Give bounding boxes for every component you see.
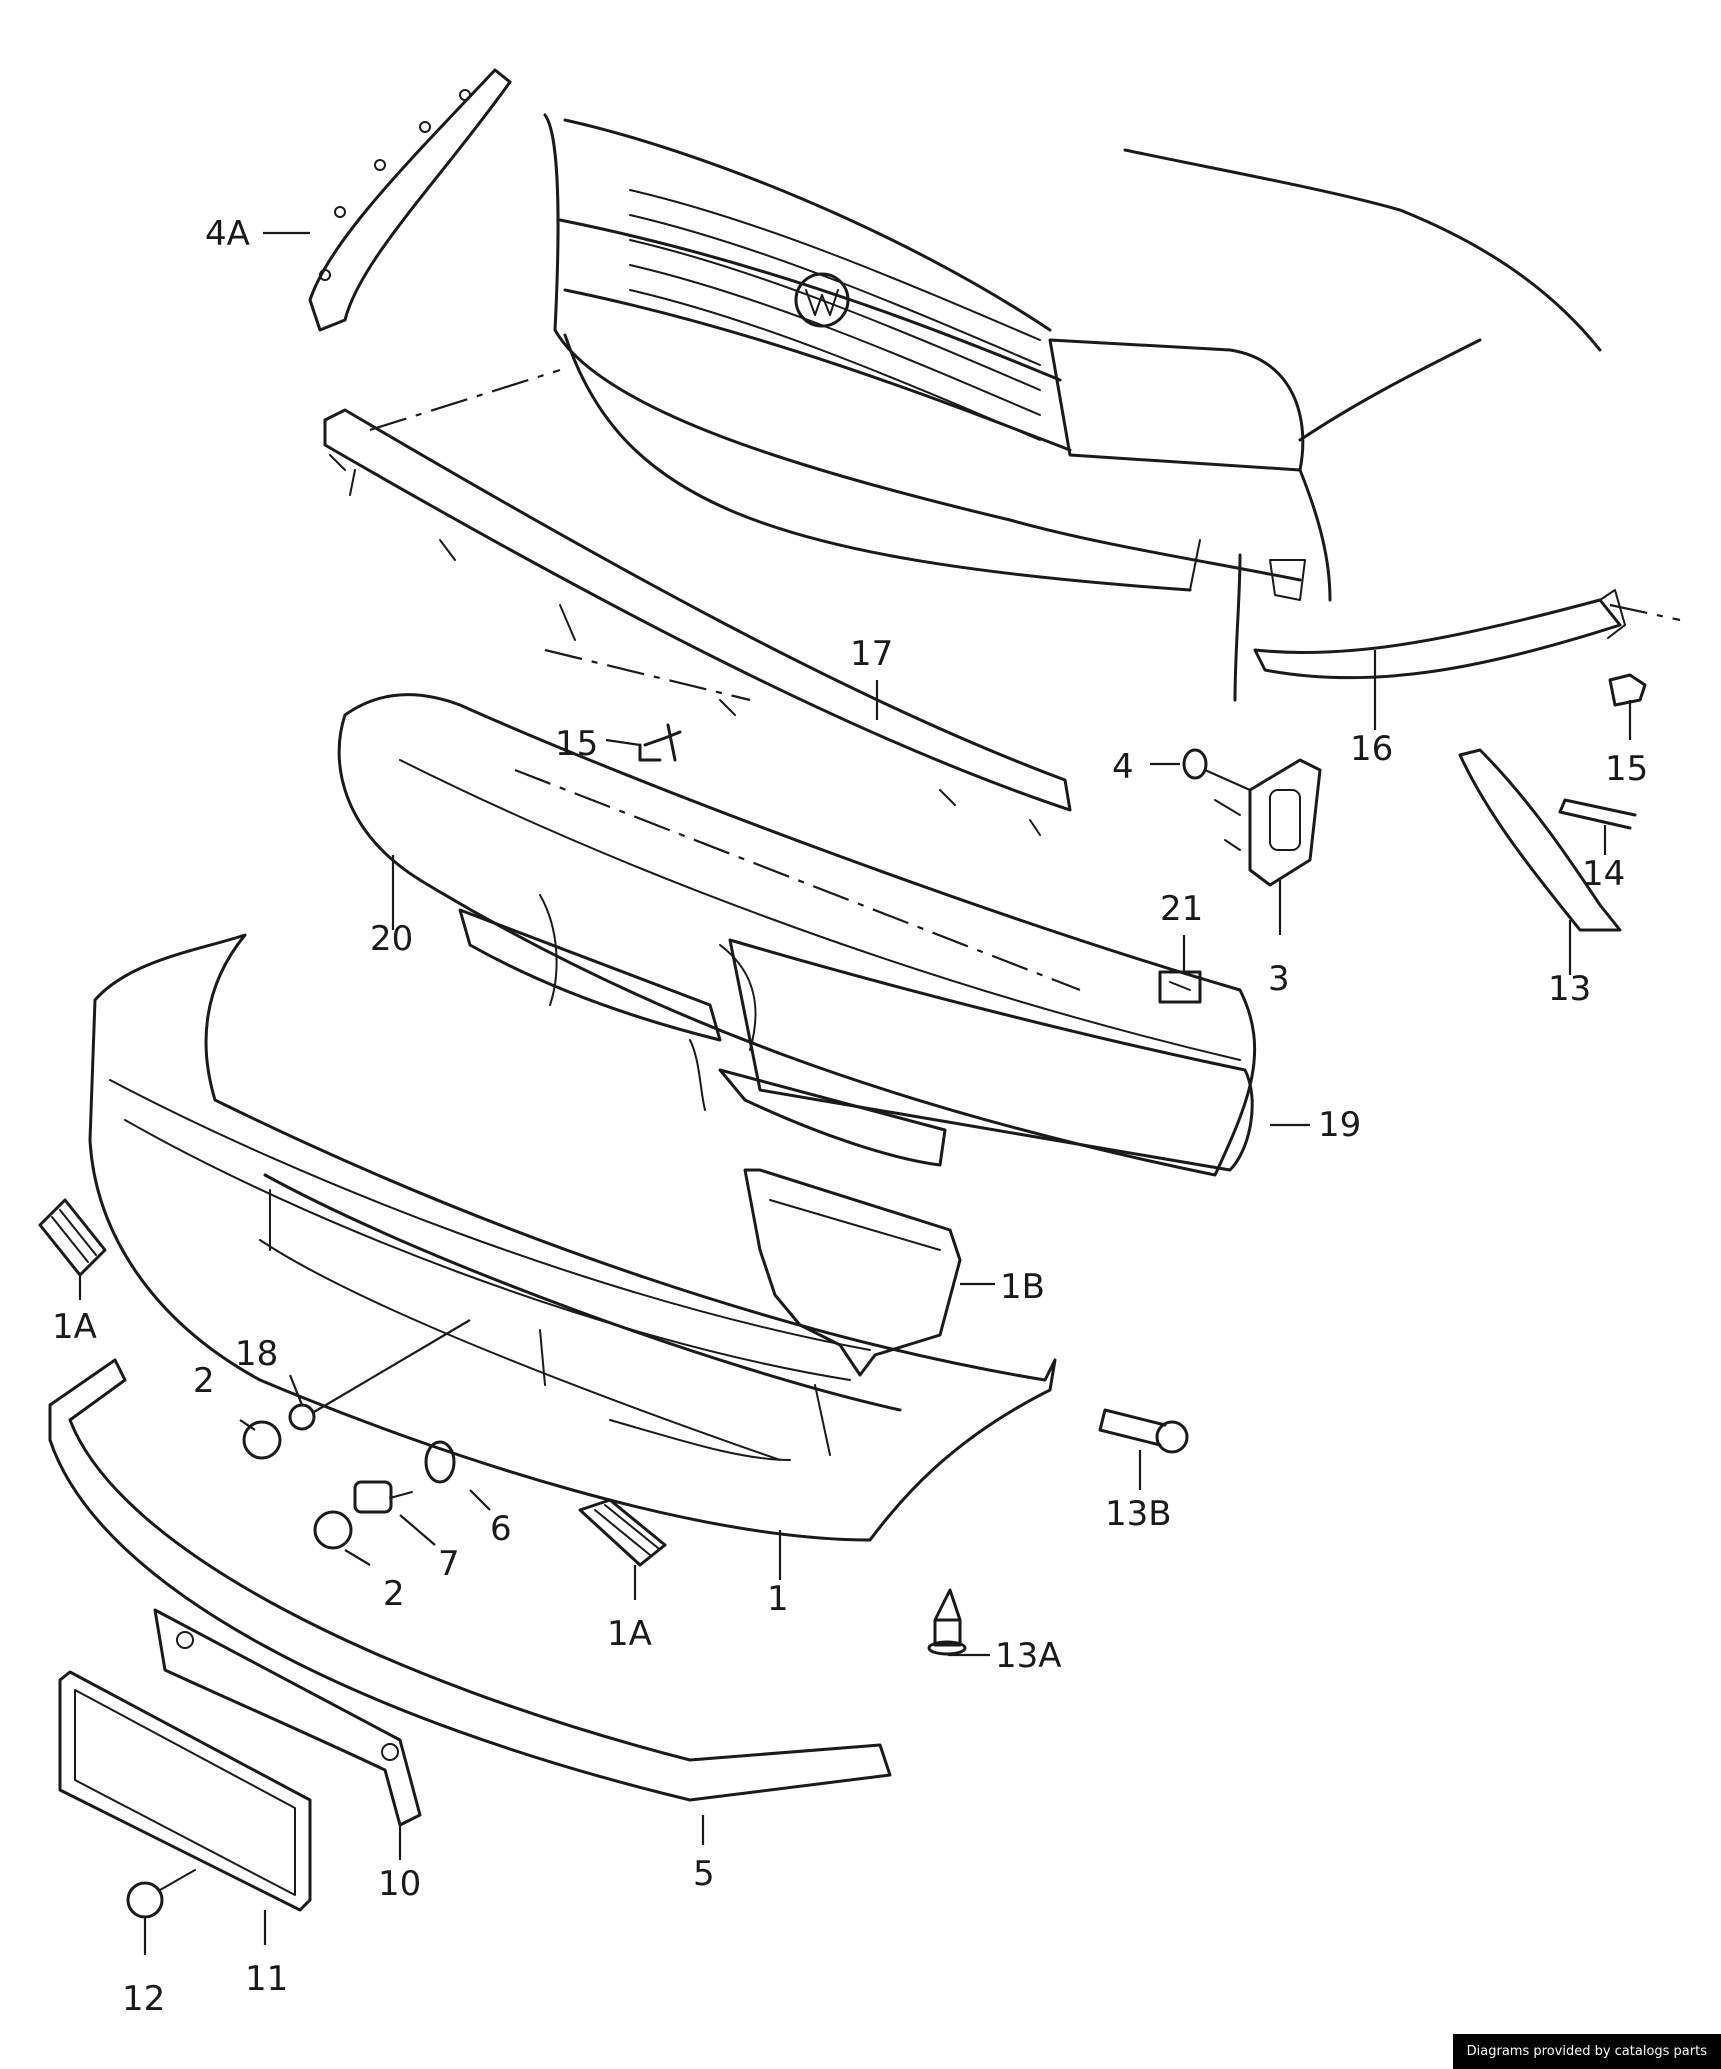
part-1b-bracket (743, 1168, 962, 1377)
part-6-washer (424, 1440, 456, 1484)
label-3: 3 (1268, 959, 1290, 999)
label-20: 20 (370, 919, 413, 959)
label-11: 11 (245, 1959, 288, 1999)
part-7-bolt (353, 1480, 413, 1514)
leader-lines (78, 231, 1632, 1955)
part-21-clip (1158, 970, 1202, 1004)
vehicle-front-outline (543, 113, 1602, 702)
label-1: 1 (767, 1579, 789, 1619)
part-13b-bolt (1098, 1408, 1189, 1454)
part-4a-bracket (308, 68, 512, 332)
part-4-washer (1182, 748, 1251, 792)
part-2-cap-upper (242, 1420, 282, 1460)
label-17: 17 (850, 634, 893, 674)
part-13-side-support (1458, 748, 1622, 932)
part-2-cap-lower (313, 1510, 353, 1550)
part-15-rivet-left (638, 723, 682, 762)
label-4: 4 (1112, 747, 1134, 787)
part-1-bumper-cover (88, 933, 1057, 1542)
part-15-rivet-right (1608, 673, 1647, 707)
part-12-screw (126, 1869, 196, 1919)
label-1b: 1B (1000, 1267, 1045, 1307)
part-3-bracket (1214, 758, 1322, 887)
part-10-plate-bracket (153, 1608, 422, 1827)
part-19-trim-strip (728, 938, 1254, 1172)
label-1a-right: 1A (607, 1614, 652, 1654)
label-1a-left: 1A (52, 1307, 97, 1347)
label-12: 12 (122, 1979, 165, 2019)
label-10: 10 (378, 1864, 421, 1904)
credit-banner: Diagrams provided by catalogs parts (1452, 2034, 1721, 2069)
label-7: 7 (438, 1544, 460, 1584)
part-14-rivet (1558, 798, 1637, 830)
label-6: 6 (490, 1509, 512, 1549)
label-14: 14 (1582, 854, 1625, 894)
label-13a: 13A (995, 1636, 1062, 1676)
label-21: 21 (1160, 889, 1203, 929)
part-18-screw (288, 1319, 471, 1431)
label-2-lower: 2 (383, 1574, 405, 1614)
label-15-right: 15 (1605, 749, 1648, 789)
label-16: 16 (1350, 729, 1393, 769)
label-13b: 13B (1105, 1494, 1172, 1534)
part-1a-grille-right (578, 1498, 667, 1567)
label-18: 18 (235, 1334, 278, 1374)
label-5: 5 (693, 1854, 715, 1894)
label-13: 13 (1548, 969, 1591, 1009)
part-13a-screw (927, 1588, 967, 1656)
label-2-upper: 2 (193, 1361, 215, 1401)
part-16-side-bracket (1253, 589, 1681, 680)
label-4a: 4A (205, 214, 250, 254)
label-19: 19 (1318, 1105, 1361, 1145)
callout-labels: 4A 17 15 20 4 16 15 14 13 3 21 19 1B 1A … (52, 214, 1648, 2019)
part-5-lower-trim (48, 1358, 892, 1802)
part-17-carrier-rail (323, 368, 1072, 836)
part-1a-grille-left (38, 1198, 107, 1277)
part-11-plate-frame (58, 1670, 312, 1912)
part-20-absorber (337, 693, 1257, 1177)
label-15-left: 15 (555, 724, 598, 764)
